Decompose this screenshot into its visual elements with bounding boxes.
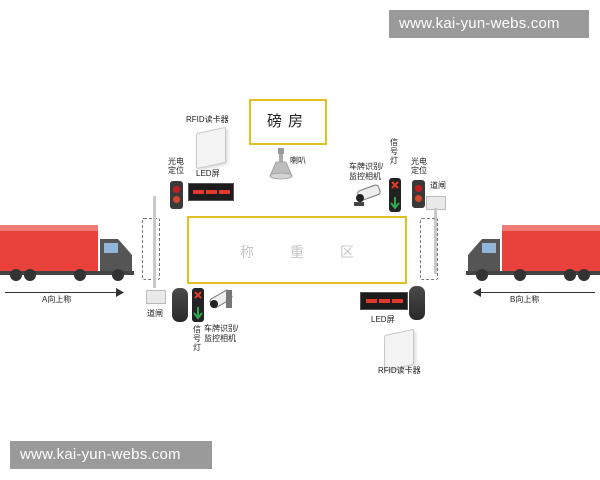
gate-right-label: 道闸: [430, 181, 446, 190]
truck-left-icon: [0, 225, 134, 281]
gate-left-icon: [146, 290, 166, 304]
direction-a-arrowhead-icon: [116, 288, 124, 297]
direction-a-label: A向上称: [42, 295, 72, 304]
detection-zone-left: [142, 218, 160, 280]
rfid-reader-top-label: RFID读卡器: [186, 115, 229, 124]
speaker-icon: [269, 148, 293, 180]
signal-light-left-label: 信号灯: [193, 325, 201, 352]
sensor-column-left-icon: [172, 288, 188, 322]
signal-light-right-lamps: [390, 181, 400, 210]
signal-light-right-label: 信号灯: [390, 138, 398, 165]
plate-camera-right-icon: [354, 184, 381, 206]
direction-b-arrow: [480, 292, 595, 293]
watermark-top: www.kai-yun-webs.com: [389, 10, 589, 38]
detection-zone-right: [420, 218, 438, 280]
weighing-zone: 称重区: [187, 216, 407, 284]
gate-right-pole: [434, 208, 437, 274]
photo-locator-right-icon: [412, 180, 425, 208]
rfid-reader-bottom-label: RFID读卡器: [378, 366, 421, 375]
weighing-zone-label: 称重区: [240, 244, 390, 260]
sensor-column-right-icon: [409, 286, 425, 320]
photo-locator-left-label: 光电定位: [168, 157, 184, 175]
scale-house-box: 磅房: [249, 99, 327, 145]
rfid-reader-top-icon: [196, 126, 226, 170]
photo-locator-left-icon: [170, 181, 183, 209]
direction-b-arrowhead-icon: [473, 288, 481, 297]
gate-left-label: 道闸: [147, 309, 163, 318]
plate-camera-left-label: 车牌识别/ 监控相机: [204, 324, 239, 343]
plate-camera-right-label: 车牌识别/ 监控相机: [349, 162, 384, 181]
led-screen-right-label: LED屏: [371, 315, 395, 324]
led-screen-left-label: LED屏: [196, 169, 220, 178]
signal-light-left-lamps: [193, 291, 203, 320]
truck-right-icon: [466, 225, 600, 281]
speaker-label: 喇叭: [290, 156, 306, 165]
gate-left-pole: [153, 196, 156, 288]
direction-b-label: B向上称: [510, 295, 540, 304]
direction-a-arrow: [5, 292, 123, 293]
led-screen-right-icon: [360, 292, 408, 310]
photo-locator-right-label: 光电定位: [411, 157, 427, 175]
plate-camera-left-icon: [209, 289, 233, 309]
led-screen-left-icon: [188, 183, 234, 201]
watermark-bottom: www.kai-yun-webs.com: [10, 441, 212, 469]
rfid-reader-bottom-icon: [384, 328, 414, 372]
